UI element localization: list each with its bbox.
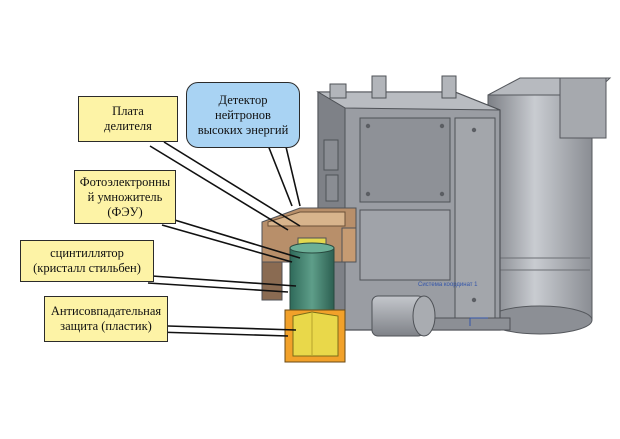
callout-divider-board: Плата делителя	[78, 96, 178, 142]
callout-anticoincidence: Антисовпадательная защита (пластик)	[44, 296, 168, 342]
main-housing	[316, 75, 511, 331]
small-cylinder	[371, 295, 436, 337]
coordinate-annotation: Система координат 1	[418, 282, 478, 288]
pointer-lines	[147, 129, 301, 337]
callout-neutron-detector: Детектор нейтронов высоких энергий	[186, 82, 300, 148]
callout-pmt: Фотоэлектронны й умножитель (ФЭУ)	[74, 170, 176, 224]
large-cylinder	[487, 77, 612, 335]
coordinate-marker	[469, 317, 488, 326]
anticoincidence-shield	[284, 309, 346, 363]
pmt-tube	[289, 237, 335, 319]
callout-scintillator: сцинтиллятор (кристалл стильбен)	[20, 240, 154, 282]
